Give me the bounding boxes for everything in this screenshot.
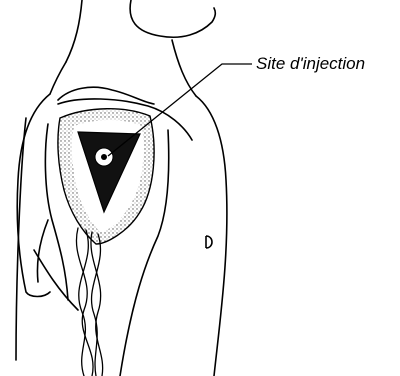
strap-2 xyxy=(79,230,89,376)
chest-right xyxy=(196,96,227,376)
clavicle xyxy=(58,87,154,104)
shoulder-left xyxy=(17,94,50,297)
armpit-line xyxy=(34,250,78,310)
small-mark xyxy=(206,236,212,248)
injection-target-inner xyxy=(101,154,107,160)
biceps-fold xyxy=(37,220,48,282)
jaw-outline xyxy=(66,0,82,62)
injection-site-label: Site d'injection xyxy=(256,55,365,72)
neck-left xyxy=(50,62,66,94)
neck-outline xyxy=(130,0,215,37)
